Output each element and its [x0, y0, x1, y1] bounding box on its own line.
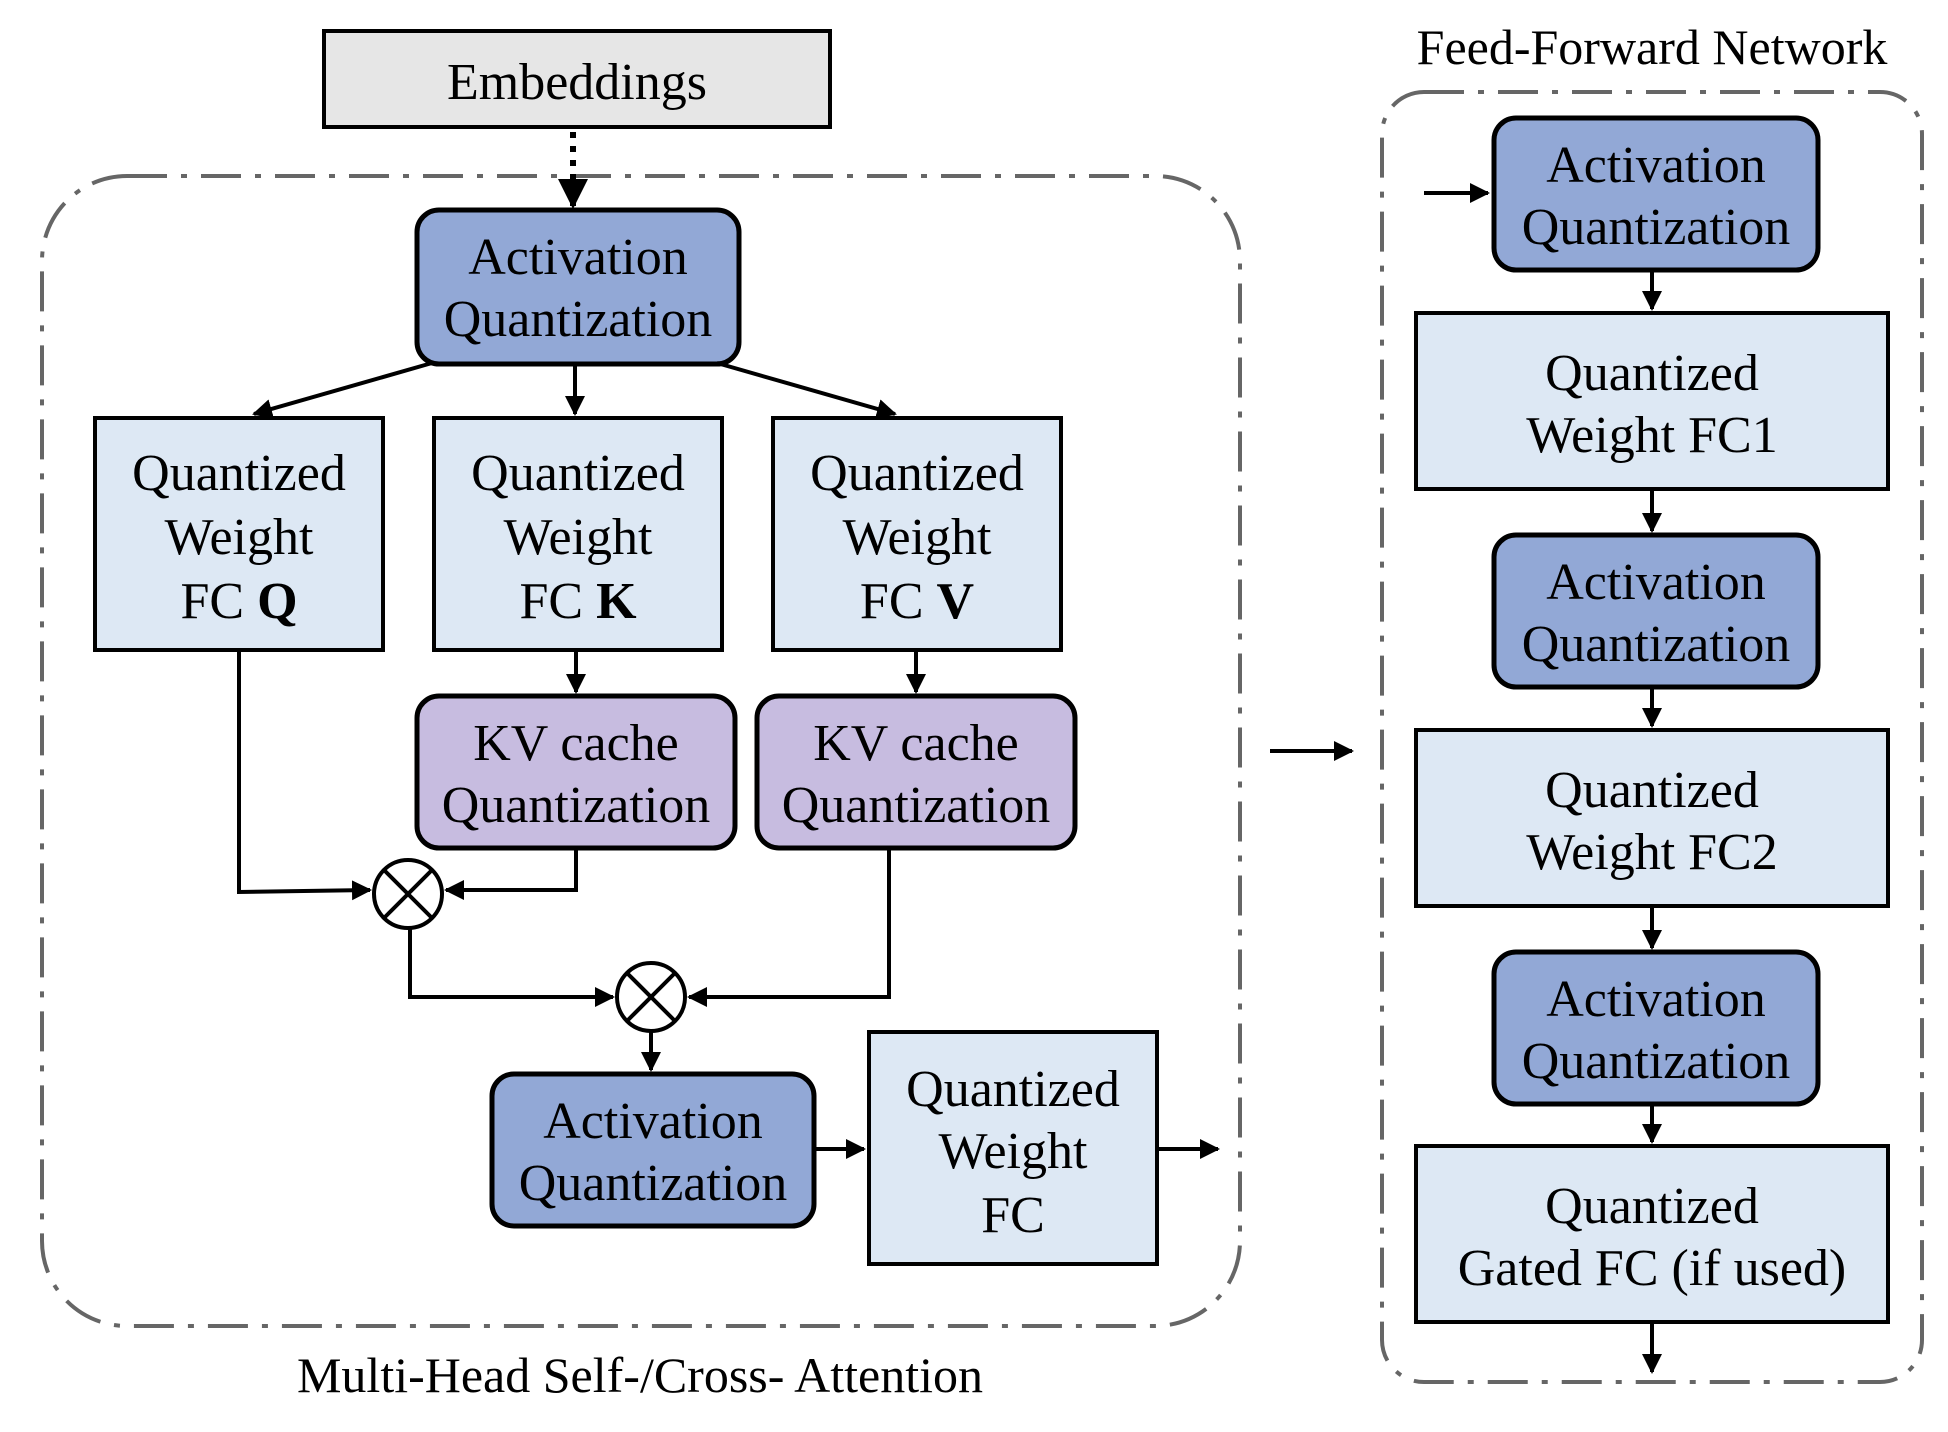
kv-cache-k-box: KV cache Quantization: [414, 693, 738, 851]
ffn-fc2-line2: Weight FC2: [1526, 824, 1778, 881]
arrow-to-fc-q: [252, 361, 433, 419]
kv-cache-k-line1: KV cache: [473, 715, 679, 772]
fc-out-line2: Weight: [939, 1123, 1088, 1180]
attention-activation-bottom-line1: Activation: [543, 1093, 763, 1150]
ffn-activation-2-line2: Quantization: [1522, 616, 1791, 673]
fc-q-line2: Weight: [165, 509, 314, 566]
attention-activation-top: Activation Quantization: [414, 207, 742, 367]
fc-k-line3: FC K: [519, 573, 637, 630]
ffn-group-border: [1380, 90, 1924, 1384]
multiply-node-qk: [372, 858, 444, 930]
embeddings-label: Embeddings: [447, 54, 707, 111]
fc-out-line3: FC: [981, 1187, 1045, 1244]
kv-cache-v-line2: Quantization: [782, 777, 1051, 834]
kv-cache-v-box: KV cache Quantization: [754, 693, 1078, 851]
ffn-activation-3: Activation Quantization: [1491, 949, 1821, 1107]
fc-k-line3-prefix: FC: [519, 573, 596, 630]
fc-q-line1: Quantized: [132, 445, 346, 502]
ffn-activation-2: Activation Quantization: [1491, 532, 1821, 690]
attention-group-border: [40, 174, 1242, 1328]
ffn-activation-1: Activation Quantization: [1491, 115, 1821, 273]
fc-v-line3: FC V: [860, 573, 974, 630]
fc-v-line2: Weight: [843, 509, 992, 566]
fc-q-box: Quantized Weight FC Q: [93, 416, 385, 652]
attention-connectors: [237, 132, 1354, 1159]
ffn-fc2-line1: Quantized: [1545, 762, 1759, 819]
arrow-qk-to-multiply-v: [408, 928, 615, 1007]
fc-v-box: Quantized Weight FC V: [771, 416, 1063, 652]
ffn-title: Feed-Forward Network: [1417, 19, 1888, 75]
fc-k-line3-bold: K: [596, 573, 637, 630]
fc-k-box: Quantized Weight FC K: [432, 416, 724, 652]
ffn-fc1-line2: Weight FC1: [1526, 407, 1778, 464]
arrow-q-to-multiply: [237, 650, 372, 901]
fc-out-line1: Quantized: [906, 1061, 1120, 1118]
attention-activation-bottom-line2: Quantization: [519, 1155, 788, 1212]
fc-q-line3-bold: Q: [257, 573, 297, 630]
attention-activation-top-line2: Quantization: [444, 291, 713, 348]
arrow-kcache-to-multiply: [444, 848, 578, 900]
arrow-to-fc-v: [716, 361, 897, 419]
ffn-activation-2-line1: Activation: [1546, 554, 1766, 611]
fc-k-line2: Weight: [504, 509, 653, 566]
ffn-activation-3-line1: Activation: [1546, 971, 1766, 1028]
kv-cache-v-line1: KV cache: [813, 715, 1019, 772]
attention-title: Multi-Head Self-/Cross- Attention: [297, 1347, 983, 1403]
ffn-activation-1-line1: Activation: [1546, 137, 1766, 194]
attention-activation-top-line1: Activation: [468, 229, 688, 286]
fc-out-box: Quantized Weight FC: [867, 1030, 1159, 1266]
attention-activation-bottom: Activation Quantization: [489, 1071, 817, 1229]
ffn-gated-fc-line1: Quantized: [1545, 1178, 1759, 1235]
fc-q-line3: FC Q: [180, 573, 297, 630]
fc-v-line1: Quantized: [810, 445, 1024, 502]
ffn-gated-fc-line2: Gated FC (if used): [1458, 1240, 1846, 1297]
embeddings-box: Embeddings: [322, 29, 832, 129]
kv-cache-k-line2: Quantization: [442, 777, 711, 834]
ffn-fc1-line1: Quantized: [1545, 345, 1759, 402]
multiply-node-v: [615, 961, 687, 1033]
fc-v-line3-prefix: FC: [860, 573, 937, 630]
fc-q-line3-prefix: FC: [180, 573, 257, 630]
fc-v-line3-bold: V: [937, 573, 975, 630]
ffn-connectors: [1424, 183, 1662, 1374]
ffn-fc1-box: Quantized Weight FC1: [1414, 311, 1890, 491]
arrow-vcache-to-multiply: [687, 848, 891, 1007]
fc-k-line1: Quantized: [471, 445, 685, 502]
ffn-activation-3-line2: Quantization: [1522, 1033, 1791, 1090]
ffn-activation-1-line2: Quantization: [1522, 199, 1791, 256]
ffn-fc2-box: Quantized Weight FC2: [1414, 728, 1890, 908]
ffn-gated-fc-box: Quantized Gated FC (if used): [1414, 1144, 1890, 1324]
